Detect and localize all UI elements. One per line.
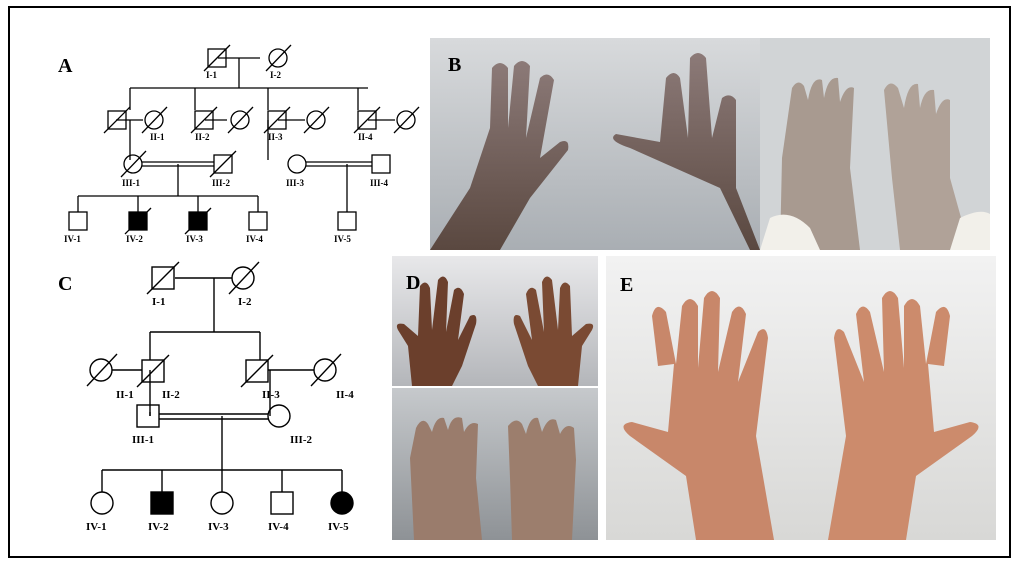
panel-label-d: D bbox=[406, 272, 420, 295]
label-a-III-1: III-1 bbox=[122, 178, 141, 188]
label-a-I-2: I-2 bbox=[270, 70, 281, 80]
photo-d-feet bbox=[392, 388, 598, 540]
label-c-IV-1: IV-1 bbox=[86, 521, 107, 533]
pedigree-c: C bbox=[50, 256, 400, 546]
label-c-II-3: II-3 bbox=[262, 389, 280, 401]
label-a-IV-4: IV-4 bbox=[246, 234, 263, 244]
label-c-IV-4: IV-4 bbox=[268, 521, 289, 533]
label-a-III-2: III-2 bbox=[212, 178, 231, 188]
panel-label-e: E bbox=[620, 274, 633, 297]
label-a-II-2: II-2 bbox=[195, 132, 210, 142]
label-a-II-4: II-4 bbox=[358, 132, 373, 142]
label-a-II-3: II-3 bbox=[268, 132, 283, 142]
left-foot-image bbox=[410, 417, 482, 540]
label-a-III-4: III-4 bbox=[370, 178, 389, 188]
label-c-III-2: III-2 bbox=[290, 434, 313, 446]
figure-frame: A bbox=[8, 6, 1011, 558]
label-a-IV-5: IV-5 bbox=[334, 234, 351, 244]
photo-b-hands-feet: B bbox=[430, 38, 990, 250]
feet-image bbox=[760, 38, 990, 250]
label-a-III-3: III-3 bbox=[286, 178, 305, 188]
label-c-IV-5: IV-5 bbox=[328, 521, 349, 533]
label-a-I-1: I-1 bbox=[206, 70, 217, 80]
label-c-III-1: III-1 bbox=[132, 434, 154, 446]
label-c-II-2: II-2 bbox=[162, 389, 180, 401]
label-c-I-1: I-1 bbox=[152, 296, 165, 308]
panel-label-c: C bbox=[58, 273, 72, 295]
panel-label-b: B bbox=[448, 54, 461, 77]
label-a-IV-2: IV-2 bbox=[126, 234, 143, 244]
label-a-IV-3: IV-3 bbox=[186, 234, 203, 244]
panel-label-a: A bbox=[58, 55, 73, 77]
right-foot-image bbox=[508, 418, 576, 540]
label-c-IV-3: IV-3 bbox=[208, 521, 229, 533]
label-a-IV-1: IV-1 bbox=[64, 234, 81, 244]
photo-d-hands: D bbox=[392, 256, 598, 386]
label-a-II-1: II-1 bbox=[150, 132, 165, 142]
label-c-II-4: II-4 bbox=[336, 389, 354, 401]
pedigree-a: A bbox=[50, 10, 410, 250]
label-c-IV-2: IV-2 bbox=[148, 521, 169, 533]
label-c-II-1: II-1 bbox=[116, 389, 134, 401]
label-c-I-2: I-2 bbox=[238, 296, 252, 308]
photo-e-hands: E bbox=[606, 256, 996, 540]
